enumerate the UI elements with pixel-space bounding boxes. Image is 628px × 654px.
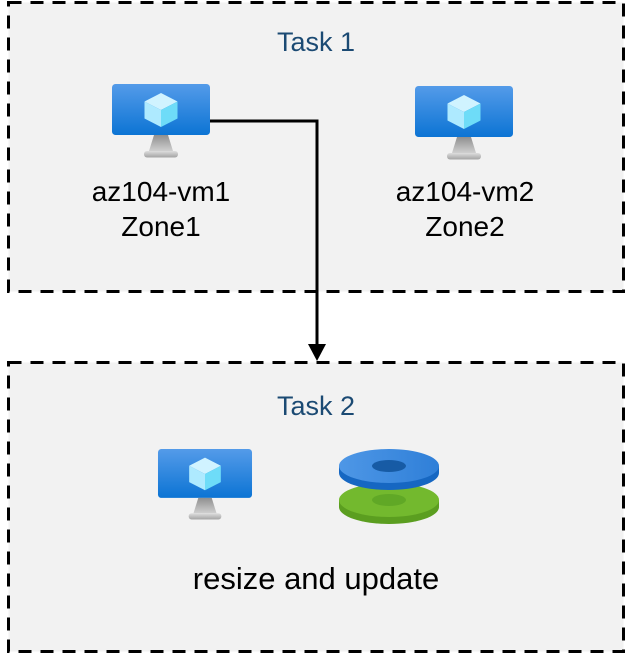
task2-title: Task 2: [276, 391, 356, 421]
connector-line: [210, 119, 319, 346]
vm2-label: az104-vm2 Zone2: [360, 174, 570, 244]
azure-vm-icon: [111, 84, 211, 158]
azure-vm-icon: [414, 86, 514, 160]
vm1-label: az104-vm1 Zone1: [56, 174, 266, 244]
task2-box: [7, 361, 625, 653]
task1-title: Task 1: [276, 27, 356, 57]
azure-disks-icon: [337, 444, 441, 526]
vm2-name: az104-vm2: [395, 176, 535, 207]
azure-vm-icon: [157, 449, 253, 520]
task2-caption: resize and update: [192, 561, 440, 596]
connector-arrow: [210, 119, 326, 361]
vm1-zone: Zone1: [121, 211, 201, 242]
vm1-name: az104-vm1: [91, 176, 231, 207]
task2-box-border: [7, 361, 625, 653]
vm2-zone: Zone2: [425, 211, 505, 242]
arrowhead-icon: [308, 344, 326, 361]
